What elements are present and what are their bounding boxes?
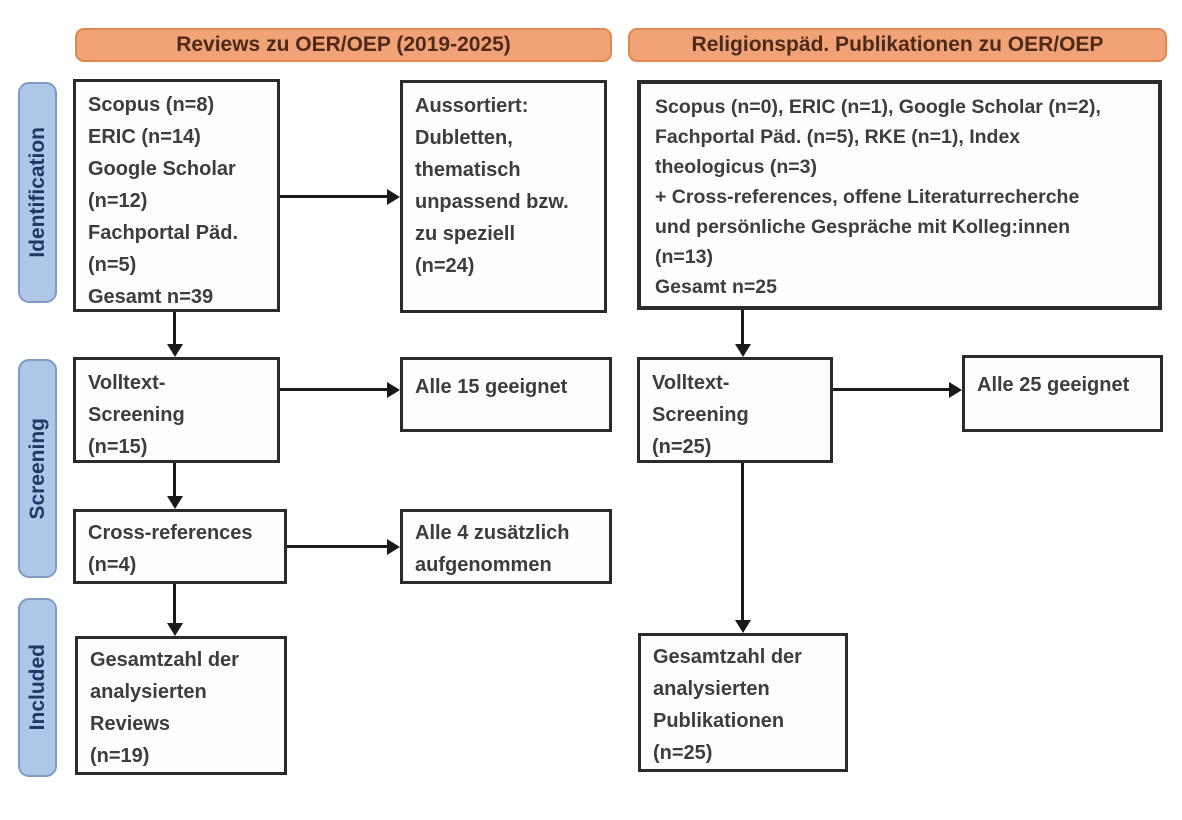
arrowhead-left-sources-to-fulltext xyxy=(167,344,183,357)
column-header-reviews: Reviews zu OER/OEP (2019-2025) xyxy=(75,28,612,62)
box-right-sources: Scopus (n=0), ERIC (n=1), Google Scholar… xyxy=(637,80,1162,310)
arrow-line-left-fulltext-to-crossref xyxy=(173,463,176,496)
box-left-crossreferences: Cross-references (n=4) xyxy=(73,509,287,584)
stage-label-included-text: Included xyxy=(25,644,49,731)
arrow-line-left-crossref-to-total xyxy=(173,584,176,624)
arrowhead-left-crossref-to-added xyxy=(387,538,400,555)
arrowhead-right-fulltext-to-total xyxy=(735,620,751,633)
box-left-sources: Scopus (n=8) ERIC (n=14) Google Scholar … xyxy=(73,79,280,312)
arrow-line-right-fulltext-to-eligible xyxy=(833,388,950,391)
arrowhead-left-crossref-to-total xyxy=(167,623,183,636)
arrow-line-right-sources-to-fulltext xyxy=(741,310,744,345)
arrowhead-left-fulltext-to-eligible xyxy=(387,381,400,398)
arrow-line-left-fulltext-to-eligible xyxy=(280,388,388,391)
arrow-line-right-fulltext-to-total xyxy=(741,463,744,621)
column-header-religionspaed: Religionspäd. Publikationen zu OER/OEP xyxy=(628,28,1167,62)
box-left-added: Alle 4 zusätzlich aufgenommen xyxy=(400,509,612,584)
box-left-excluded: Aussortiert: Dubletten, thematisch unpas… xyxy=(400,80,607,313)
arrowhead-left-sources-to-excluded xyxy=(387,188,400,205)
arrowhead-left-fulltext-to-crossref xyxy=(167,496,183,509)
stage-label-identification: Identification xyxy=(18,82,57,303)
box-left-fulltext-screening: Volltext- Screening (n=15) xyxy=(73,357,280,463)
arrow-line-left-crossref-to-added xyxy=(287,545,388,548)
box-left-eligible: Alle 15 geeignet xyxy=(400,357,612,432)
box-left-total: Gesamtzahl der analysierten Reviews (n=1… xyxy=(75,636,287,775)
box-right-total: Gesamtzahl der analysierten Publikatione… xyxy=(638,633,848,772)
stage-label-screening: Screening xyxy=(18,359,57,578)
box-right-fulltext-screening: Volltext- Screening (n=25) xyxy=(637,357,833,463)
stage-label-identification-text: Identification xyxy=(25,127,49,258)
arrowhead-right-fulltext-to-eligible xyxy=(949,381,962,398)
box-right-eligible: Alle 25 geeignet xyxy=(962,355,1163,432)
arrow-line-left-sources-to-fulltext xyxy=(173,312,176,345)
arrowhead-right-sources-to-fulltext xyxy=(735,344,751,357)
stage-label-screening-text: Screening xyxy=(25,417,49,520)
arrow-line-left-sources-to-excluded xyxy=(280,195,388,198)
stage-label-included: Included xyxy=(18,598,57,777)
